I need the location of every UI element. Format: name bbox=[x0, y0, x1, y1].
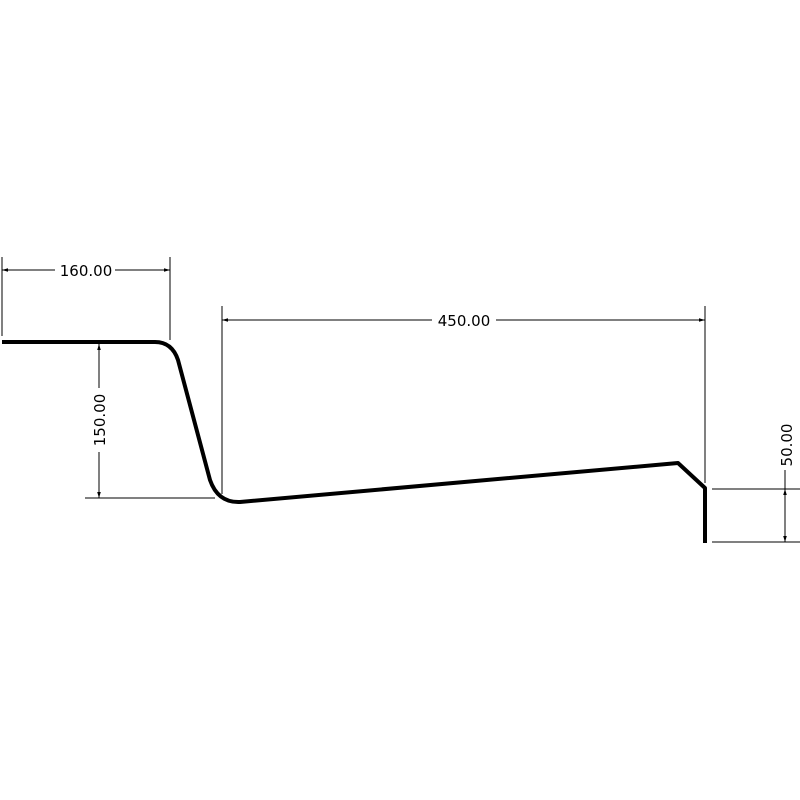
dimension-base-length: 450.00 bbox=[221, 306, 706, 494]
dimension-end-lip: 50.00 bbox=[712, 424, 800, 543]
dimension-label-160: 160.00 bbox=[60, 262, 113, 280]
dimension-drop-height: 150.00 bbox=[85, 344, 215, 499]
dimension-label-450: 450.00 bbox=[438, 312, 491, 330]
dimension-label-150: 150.00 bbox=[91, 394, 109, 447]
dimension-top-flange: 160.00 bbox=[1, 257, 171, 340]
dimension-label-50: 50.00 bbox=[778, 424, 796, 467]
profile-outline bbox=[2, 340, 707, 543]
